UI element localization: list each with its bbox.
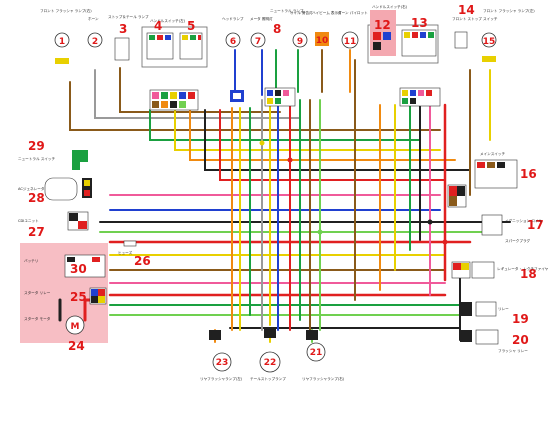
- meter-lamp: 7 メータ 照明灯: [250, 16, 273, 48]
- svg-text:18: 18: [520, 267, 537, 281]
- svg-text:7: 7: [255, 37, 261, 47]
- svg-text:24: 24: [68, 339, 85, 353]
- svg-text:16: 16: [520, 167, 537, 181]
- svg-text:スタータ モータ: スタータ モータ: [24, 316, 51, 321]
- connector-left: [149, 89, 199, 111]
- svg-text:22: 22: [264, 358, 277, 368]
- switch-5-number: 5: [187, 19, 195, 33]
- connector-small: [230, 90, 244, 102]
- ignition-coil: 17 イグニッション コイル スパークプラグ: [481, 214, 544, 243]
- svg-text:CDIユニット: CDIユニット: [18, 219, 39, 223]
- spark-plug-label: スパークプラグ: [505, 238, 531, 243]
- starter-relay: 25 スタータ リレー: [24, 287, 107, 305]
- svg-text:2: 2: [92, 37, 98, 47]
- neutral-lamp: 8 ニュートラル ランプ: [270, 8, 304, 36]
- stop-tail-lamp: 3 ストップ＆テール ランプ: [108, 14, 149, 61]
- flasher-relay: 20 フラッシャ リレー: [460, 329, 529, 353]
- switch-12-number: 12: [374, 18, 391, 32]
- relay: 19 リレー: [460, 301, 529, 326]
- handle-switch-left-group: ハンドルスイッチ(左): [141, 18, 208, 68]
- svg-text:イグニッション コイル: イグニッション コイル: [505, 218, 542, 223]
- svg-text:ホーン: ホーン: [88, 16, 99, 21]
- ac-generator: 28 ACジェネレータ: [18, 177, 92, 205]
- svg-text:26: 26: [134, 254, 151, 268]
- handle-switch-right-label: ハンドルスイッチ(右): [372, 4, 408, 9]
- svg-text:19: 19: [512, 312, 529, 326]
- svg-text:ヒューズ: ヒューズ: [118, 250, 133, 255]
- svg-text:リヤフラッシャランプ(右): リヤフラッシャランプ(右): [302, 376, 345, 381]
- svg-text:17: 17: [527, 218, 544, 232]
- svg-text:リヤフラッシャランプ(左): リヤフラッシャランプ(左): [200, 376, 243, 381]
- svg-text:27: 27: [28, 225, 45, 239]
- front-stop-switch: 14 フロント ストップ スイッチ: [452, 3, 498, 49]
- svg-text:ニュートラル スイッチ: ニュートラル スイッチ: [18, 156, 55, 161]
- rear-flasher-left: 23 リヤフラッシャランプ(左): [200, 330, 243, 381]
- oil-warning-lamp: 9 オイル 警告灯: [290, 10, 313, 48]
- handle-switch-left-label: ハンドルスイッチ(左): [150, 18, 186, 23]
- horn: 2 ホーン: [87, 16, 103, 48]
- headlamp: 6 ヘッドランプ: [222, 16, 244, 48]
- neutral-switch: 29 ニュートラル スイッチ: [18, 139, 88, 170]
- svg-text:28: 28: [28, 191, 45, 205]
- svg-text:レギュレータ・ レクチファイヤ: レギュレータ・ レクチファイヤ: [497, 266, 549, 271]
- tail-stop-lamp: 22 テールストップランプ: [250, 328, 286, 381]
- svg-text:スタータ リレー: スタータ リレー: [24, 290, 51, 295]
- svg-text:10: 10: [316, 36, 329, 46]
- svg-text:M: M: [71, 322, 80, 332]
- svg-text:フロント フラッシャ ランプ(左): フロント フラッシャ ランプ(左): [483, 8, 535, 13]
- svg-text:15: 15: [483, 37, 496, 47]
- svg-text:フロント フラッシャ ランプ(右): フロント フラッシャ ランプ(右): [40, 8, 92, 13]
- svg-text:21: 21: [310, 348, 323, 358]
- svg-text:11: 11: [344, 37, 357, 47]
- svg-text:30: 30: [70, 262, 87, 276]
- turn-pilot: 11 ターン パイロット: [338, 10, 368, 49]
- svg-text:3: 3: [119, 22, 127, 36]
- main-switch: 16 メインスイッチ: [474, 151, 537, 189]
- rear-flasher-right: 21 リヤフラッシャランプ(右): [302, 330, 345, 381]
- svg-text:20: 20: [512, 333, 529, 347]
- connector-middle: [264, 87, 296, 107]
- high-beam-indicator: 10 ハイビーム 表示灯: [312, 10, 342, 46]
- svg-text:テールストップランプ: テールストップランプ: [250, 376, 286, 381]
- fuse: 26 ヒューズ: [118, 240, 151, 268]
- regulator-rectifier: 18 レギュレータ・ レクチファイヤ: [451, 261, 549, 281]
- svg-text:フロント ストップ スイッチ: フロント ストップ スイッチ: [452, 16, 498, 21]
- svg-text:29: 29: [28, 139, 45, 153]
- svg-text:25: 25: [70, 290, 87, 304]
- svg-text:9: 9: [297, 37, 303, 47]
- wire-harness: [58, 49, 511, 343]
- svg-text:ハイビーム 表示灯: ハイビーム 表示灯: [312, 10, 342, 15]
- switch-13-number: 13: [411, 16, 428, 30]
- svg-text:ヘッドランプ: ヘッドランプ: [222, 16, 244, 21]
- svg-text:ACジェネレータ: ACジェネレータ: [18, 186, 45, 191]
- svg-text:6: 6: [230, 37, 236, 47]
- svg-text:メータ 照明灯: メータ 照明灯: [250, 16, 273, 21]
- front-flasher-right: 1 フロント フラッシャ ランプ(右): [40, 8, 92, 64]
- svg-text:オイル 警告灯: オイル 警告灯: [290, 10, 313, 15]
- main-switch-connector: [447, 184, 467, 208]
- svg-text:リレー: リレー: [498, 307, 509, 311]
- handle-switch-right-group: ハンドルスイッチ(右): [367, 4, 439, 64]
- svg-text:1: 1: [59, 37, 65, 47]
- switch-4-number: 4: [154, 19, 162, 33]
- cdi-unit: 27 CDIユニット: [18, 211, 89, 239]
- starter-motor: M 24 スタータ モータ: [24, 315, 85, 353]
- svg-text:8: 8: [273, 22, 281, 36]
- battery: 30 バッテリ: [24, 254, 106, 278]
- front-flasher-left: 15 フロント フラッシャ ランプ(左): [481, 8, 535, 62]
- svg-text:ストップ＆テール ランプ: ストップ＆テール ランプ: [108, 14, 149, 19]
- svg-text:ターン パイロット: ターン パイロット: [338, 10, 368, 15]
- svg-text:フラッシャ リレー: フラッシャ リレー: [498, 348, 528, 353]
- svg-text:バッテリ: バッテリ: [24, 258, 38, 263]
- svg-text:ニュートラル ランプ: ニュートラル ランプ: [270, 8, 304, 13]
- svg-text:メインスイッチ: メインスイッチ: [480, 151, 505, 156]
- wire-junctions: [259, 140, 448, 245]
- connector-right: [399, 87, 441, 107]
- svg-text:23: 23: [216, 358, 229, 368]
- svg-text:14: 14: [458, 3, 475, 17]
